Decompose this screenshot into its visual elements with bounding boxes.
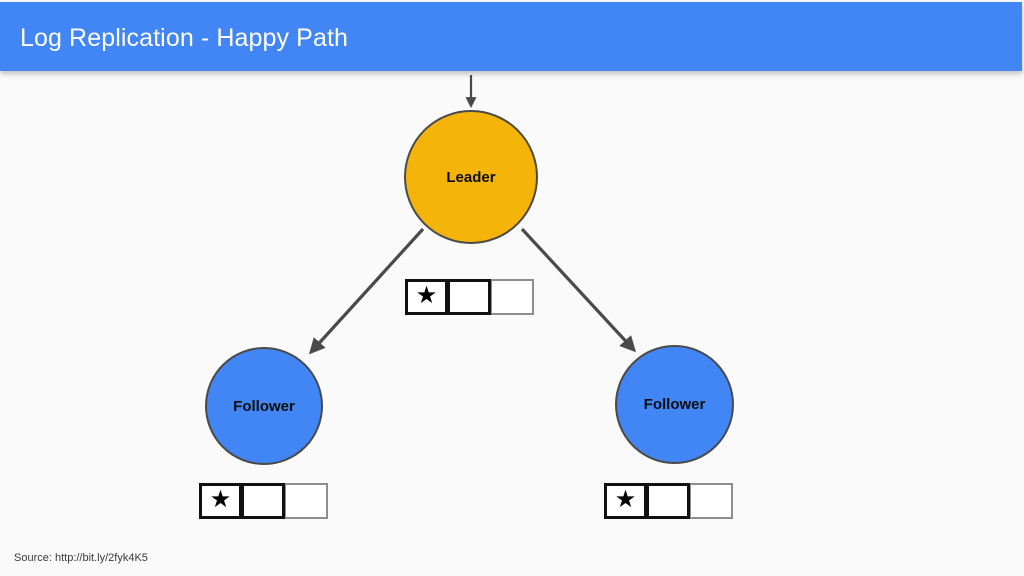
log-cell bbox=[448, 279, 491, 315]
node-follower-right-label: Follower bbox=[643, 396, 706, 413]
node-follower-left-label: Follower bbox=[233, 397, 295, 415]
title-banner: Log Replication - Happy Path bbox=[0, 2, 1022, 71]
page-title: Log Replication - Happy Path bbox=[20, 24, 348, 52]
node-leader[interactable]: Leader bbox=[404, 110, 538, 244]
log-cell bbox=[690, 483, 733, 519]
log-cell bbox=[242, 483, 285, 519]
log-follower-right: ★ bbox=[604, 483, 733, 519]
log-cell: ★ bbox=[199, 483, 242, 519]
node-follower-right[interactable]: Follower bbox=[615, 345, 734, 464]
star-icon: ★ bbox=[209, 486, 232, 513]
star-icon: ★ bbox=[614, 486, 637, 513]
log-cell: ★ bbox=[405, 279, 448, 315]
log-follower-left: ★ bbox=[199, 483, 328, 519]
arrow-leader-to-follower-right bbox=[520, 227, 637, 353]
node-leader-label: Leader bbox=[446, 168, 496, 186]
star-icon: ★ bbox=[415, 282, 438, 309]
source-note: Source: http://bit.ly/2fyk4K5 bbox=[14, 552, 148, 564]
log-cell bbox=[647, 483, 690, 519]
log-leader: ★ bbox=[405, 279, 534, 315]
log-cell: ★ bbox=[604, 483, 647, 519]
log-cell bbox=[285, 483, 328, 519]
log-cell bbox=[491, 279, 534, 315]
node-follower-left[interactable]: Follower bbox=[205, 347, 323, 465]
